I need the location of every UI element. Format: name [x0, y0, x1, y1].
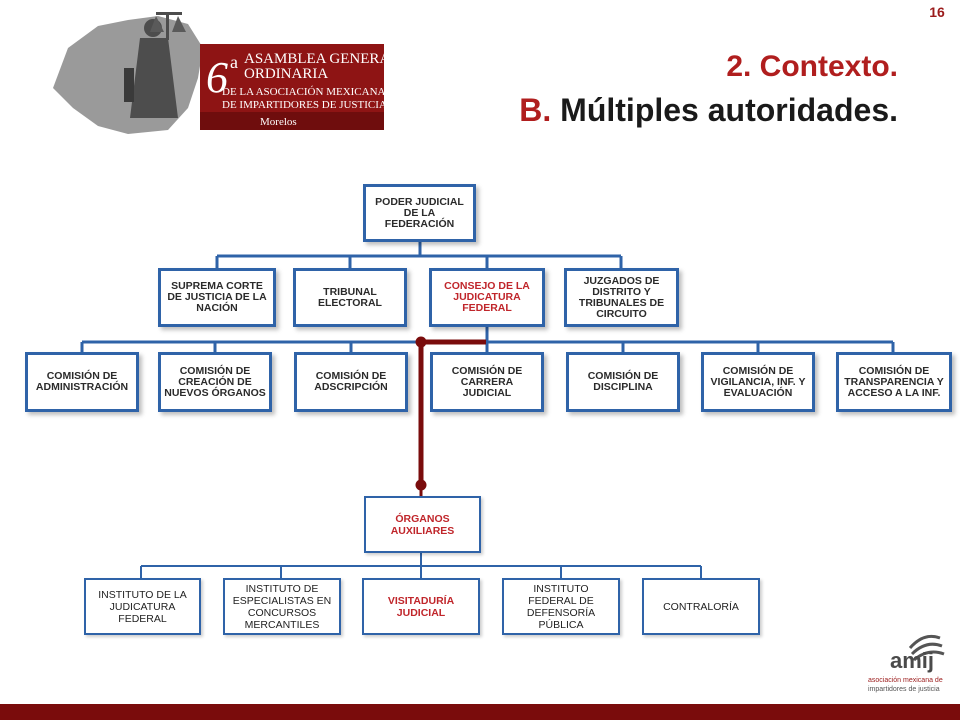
amij-logo: amij asociación mexicana de impartidores… [868, 634, 945, 693]
node-comision-creacion: COMISIÓN DE CREACIÓN DE NUEVOS ÓRGANOS [158, 352, 272, 412]
node-suprema-corte: SUPREMA CORTE DE JUSTICIA DE LA NACIÓN [158, 268, 276, 327]
asamblea-logo: 6 a ASAMBLEA GENERAL ORDINARIA DE LA ASO… [53, 12, 388, 134]
node-visitaduria-judicial: VISITADURÍA JUDICIAL [362, 578, 480, 635]
node-tribunal-electoral: TRIBUNAL ELECTORAL [293, 268, 407, 327]
logo-number: 6 [206, 53, 228, 102]
node-organos-auxiliares: ÓRGANOS AUXILIARES [364, 496, 481, 553]
subtitle-text: Múltiples autoridades. [560, 92, 898, 128]
node-contraloria: CONTRALORÍA [642, 578, 760, 635]
page-title: 2. Contexto. [726, 50, 898, 83]
justice-figure-icon [124, 12, 186, 118]
page-subtitle: B. Múltiples autoridades. [519, 92, 898, 129]
node-comision-disciplina: COMISIÓN DE DISCIPLINA [566, 352, 680, 412]
amij-line2: impartidores de justicia [868, 686, 940, 693]
logo-line4: DE IMPARTIDORES DE JUSTICIA [222, 99, 387, 111]
node-comision-vigilancia: COMISIÓN DE VIGILANCIA, INF. Y EVALUACIÓ… [701, 352, 815, 412]
amij-arcs-icon [908, 634, 945, 662]
node-juzgados-distrito: JUZGADOS DE DISTRITO Y TRIBUNALES DE CIR… [564, 268, 679, 327]
node-comision-transparencia: COMISIÓN DE TRANSPARENCIA Y ACCESO A LA … [836, 352, 952, 412]
node-instituto-defensoria: INSTITUTO FEDERAL DE DEFENSORÍA PÚBLICA [502, 578, 620, 635]
amij-name: amij [890, 648, 934, 673]
bottom-bar [0, 704, 960, 720]
node-consejo-judicatura: CONSEJO DE LA JUDICATURA FEDERAL [429, 268, 545, 327]
logo-line1: ASAMBLEA GENERAL [244, 51, 388, 67]
logo-line3: DE LA ASOCIACIÓN MEXICANA [222, 86, 386, 98]
node-comision-carrera: COMISIÓN DE CARRERA JUDICIAL [430, 352, 544, 412]
logo-line2: ORDINARIA [244, 66, 328, 82]
subtitle-prefix: B. [519, 92, 552, 128]
logo-superscript: a [230, 52, 238, 72]
amij-line1: asociación mexicana de [868, 677, 943, 684]
node-poder-judicial: PODER JUDICIAL DE LA FEDERACIÓN [363, 184, 476, 242]
logo-place: Morelos [260, 116, 297, 128]
connector-dot-top [415, 336, 427, 348]
node-instituto-especialistas: INSTITUTO DE ESPECIALISTAS EN CONCURSOS … [223, 578, 341, 635]
node-instituto-judicatura: INSTITUTO DE LA JUDICATURA FEDERAL [84, 578, 201, 635]
slide-number: 16 [929, 4, 945, 20]
node-comision-adscripcion: COMISIÓN DE ADSCRIPCIÓN [294, 352, 408, 412]
node-comision-administracion: COMISIÓN DE ADMINISTRACIÓN [25, 352, 139, 412]
